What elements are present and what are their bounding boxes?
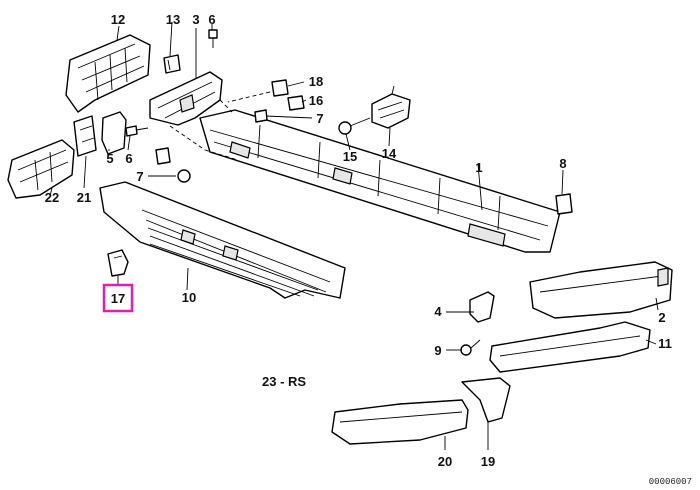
part-21-side-bracket[interactable] [73, 115, 97, 157]
part-22-lower-end-cap[interactable] [7, 139, 75, 199]
part-16-clip[interactable] [287, 95, 305, 111]
part-6-screw-lower[interactable] [125, 125, 149, 137]
part-2-corner-trim[interactable] [529, 261, 673, 319]
drawing-number: 00006007 [649, 477, 692, 487]
callout-labels: 12 13 3 6 18 16 7 15 14 1 8 5 6 7 22 21 … [45, 12, 672, 469]
callout-10[interactable]: 10 [182, 290, 196, 305]
part-6-screw-upper[interactable] [208, 29, 218, 48]
callout-2[interactable]: 2 [658, 310, 665, 325]
part-14-mounting-bracket[interactable] [371, 85, 411, 129]
assembly-lines [169, 91, 271, 161]
callout-1[interactable]: 1 [475, 160, 482, 175]
part-19-bracket[interactable] [461, 377, 511, 423]
callout-19[interactable]: 19 [481, 454, 495, 469]
part-17-clip[interactable] [107, 249, 129, 277]
callout-18[interactable]: 18 [309, 74, 323, 89]
callout-14[interactable]: 14 [382, 146, 397, 161]
highlight-box-17 [102, 283, 134, 313]
callout-16[interactable]: 16 [309, 93, 323, 108]
assembly-label: 23 - RS [262, 374, 306, 389]
callout-6-lower[interactable]: 6 [125, 151, 132, 166]
callout-11[interactable]: 11 [658, 336, 672, 351]
callout-6-upper[interactable]: 6 [208, 12, 215, 27]
part-7-clip-upper[interactable] [254, 109, 268, 123]
part-18-nut[interactable] [271, 79, 289, 97]
part-4-bracket[interactable] [469, 291, 495, 323]
part-12-outer-end-cap[interactable] [65, 34, 151, 113]
part-9-screw[interactable] [460, 339, 481, 356]
callout-5[interactable]: 5 [106, 151, 113, 166]
part-7-clip-lower[interactable] [155, 147, 191, 183]
callout-21[interactable]: 21 [77, 190, 91, 205]
part-8-clip[interactable] [555, 193, 573, 215]
callout-22[interactable]: 22 [45, 190, 59, 205]
callout-8[interactable]: 8 [559, 156, 566, 171]
part-1-bumper-carrier[interactable] [199, 109, 561, 253]
callout-13[interactable]: 13 [166, 12, 180, 27]
callout-4[interactable]: 4 [434, 304, 442, 319]
part-5-cover[interactable] [101, 111, 127, 155]
callout-7-upper[interactable]: 7 [316, 111, 323, 126]
part-10-grille[interactable] [99, 181, 346, 299]
callout-7-lower[interactable]: 7 [136, 169, 143, 184]
callout-12[interactable]: 12 [111, 12, 125, 27]
callout-20[interactable]: 20 [438, 454, 452, 469]
part-11-lower-trim[interactable] [489, 321, 651, 373]
callout-17[interactable]: 17 [111, 291, 125, 306]
part-13-bracket[interactable] [163, 54, 181, 74]
part-15-bolt[interactable] [338, 117, 371, 135]
callout-15[interactable]: 15 [343, 149, 357, 164]
leader-lines [49, 21, 659, 450]
callout-9[interactable]: 9 [434, 343, 441, 358]
callout-3[interactable]: 3 [192, 12, 199, 27]
part-3-support[interactable] [149, 71, 223, 126]
part-20-trim-strip[interactable] [331, 399, 469, 445]
